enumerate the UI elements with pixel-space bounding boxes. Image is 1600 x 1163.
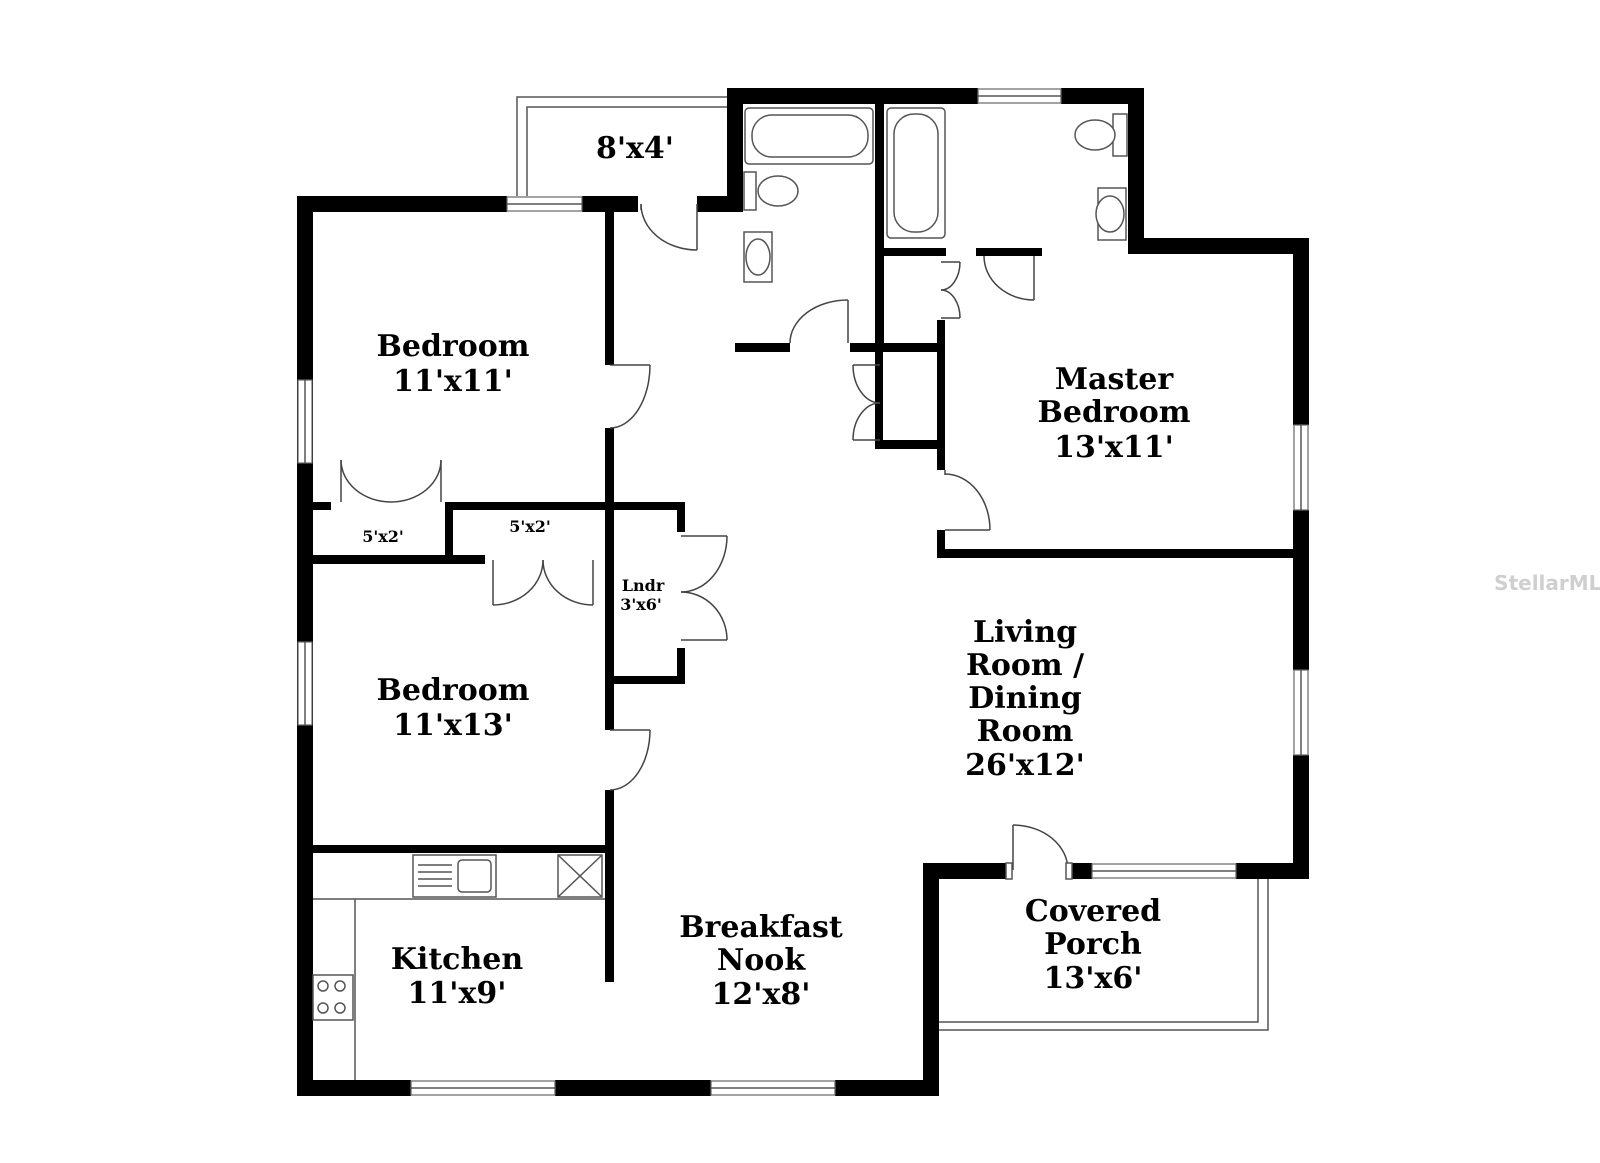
porch-name-1: Covered bbox=[1025, 894, 1161, 929]
watermark: StellarMLS bbox=[1494, 571, 1600, 595]
living-name-1: Living bbox=[973, 615, 1077, 650]
porch-name-2: Porch bbox=[1044, 927, 1142, 962]
room-labels: 8'x4' Bedroom 11'x11' 5'x2' 5'x2' Lndr 3… bbox=[362, 131, 1191, 1012]
bedroom-2-name: Bedroom bbox=[377, 673, 530, 708]
master-name-1: Master bbox=[1055, 362, 1174, 397]
bedroom-1-name: Bedroom bbox=[377, 329, 530, 364]
master-size: 13'x11' bbox=[1054, 430, 1174, 465]
master-name-2: Bedroom bbox=[1038, 395, 1191, 430]
laundry-name: Lndr bbox=[622, 576, 665, 595]
closet-1-size: 5'x2' bbox=[362, 527, 404, 546]
living-name-2: Room / bbox=[966, 648, 1084, 683]
walls bbox=[297, 88, 1309, 1096]
windows bbox=[297, 88, 1309, 1096]
doors bbox=[340, 203, 1073, 880]
bedroom-1-size: 11'x11' bbox=[393, 364, 513, 399]
living-name-4: Room bbox=[977, 714, 1074, 749]
deck-outline bbox=[516, 96, 728, 196]
deck-size: 8'x4' bbox=[596, 131, 674, 166]
bedroom-2-size: 11'x13' bbox=[393, 708, 513, 743]
kitchen-size: 11'x9' bbox=[408, 976, 507, 1011]
closet-2-size: 5'x2' bbox=[509, 517, 551, 536]
fixtures bbox=[312, 107, 1128, 1080]
nook-size: 12'x8' bbox=[712, 977, 811, 1012]
nook-name-1: Breakfast bbox=[679, 910, 843, 945]
kitchen-name: Kitchen bbox=[391, 942, 523, 977]
laundry-size: 3'x6' bbox=[620, 595, 662, 614]
nook-name-2: Nook bbox=[717, 943, 806, 978]
porch-size: 13'x6' bbox=[1044, 961, 1143, 996]
living-size: 26'x12' bbox=[965, 748, 1085, 783]
living-name-3: Dining bbox=[968, 681, 1081, 716]
